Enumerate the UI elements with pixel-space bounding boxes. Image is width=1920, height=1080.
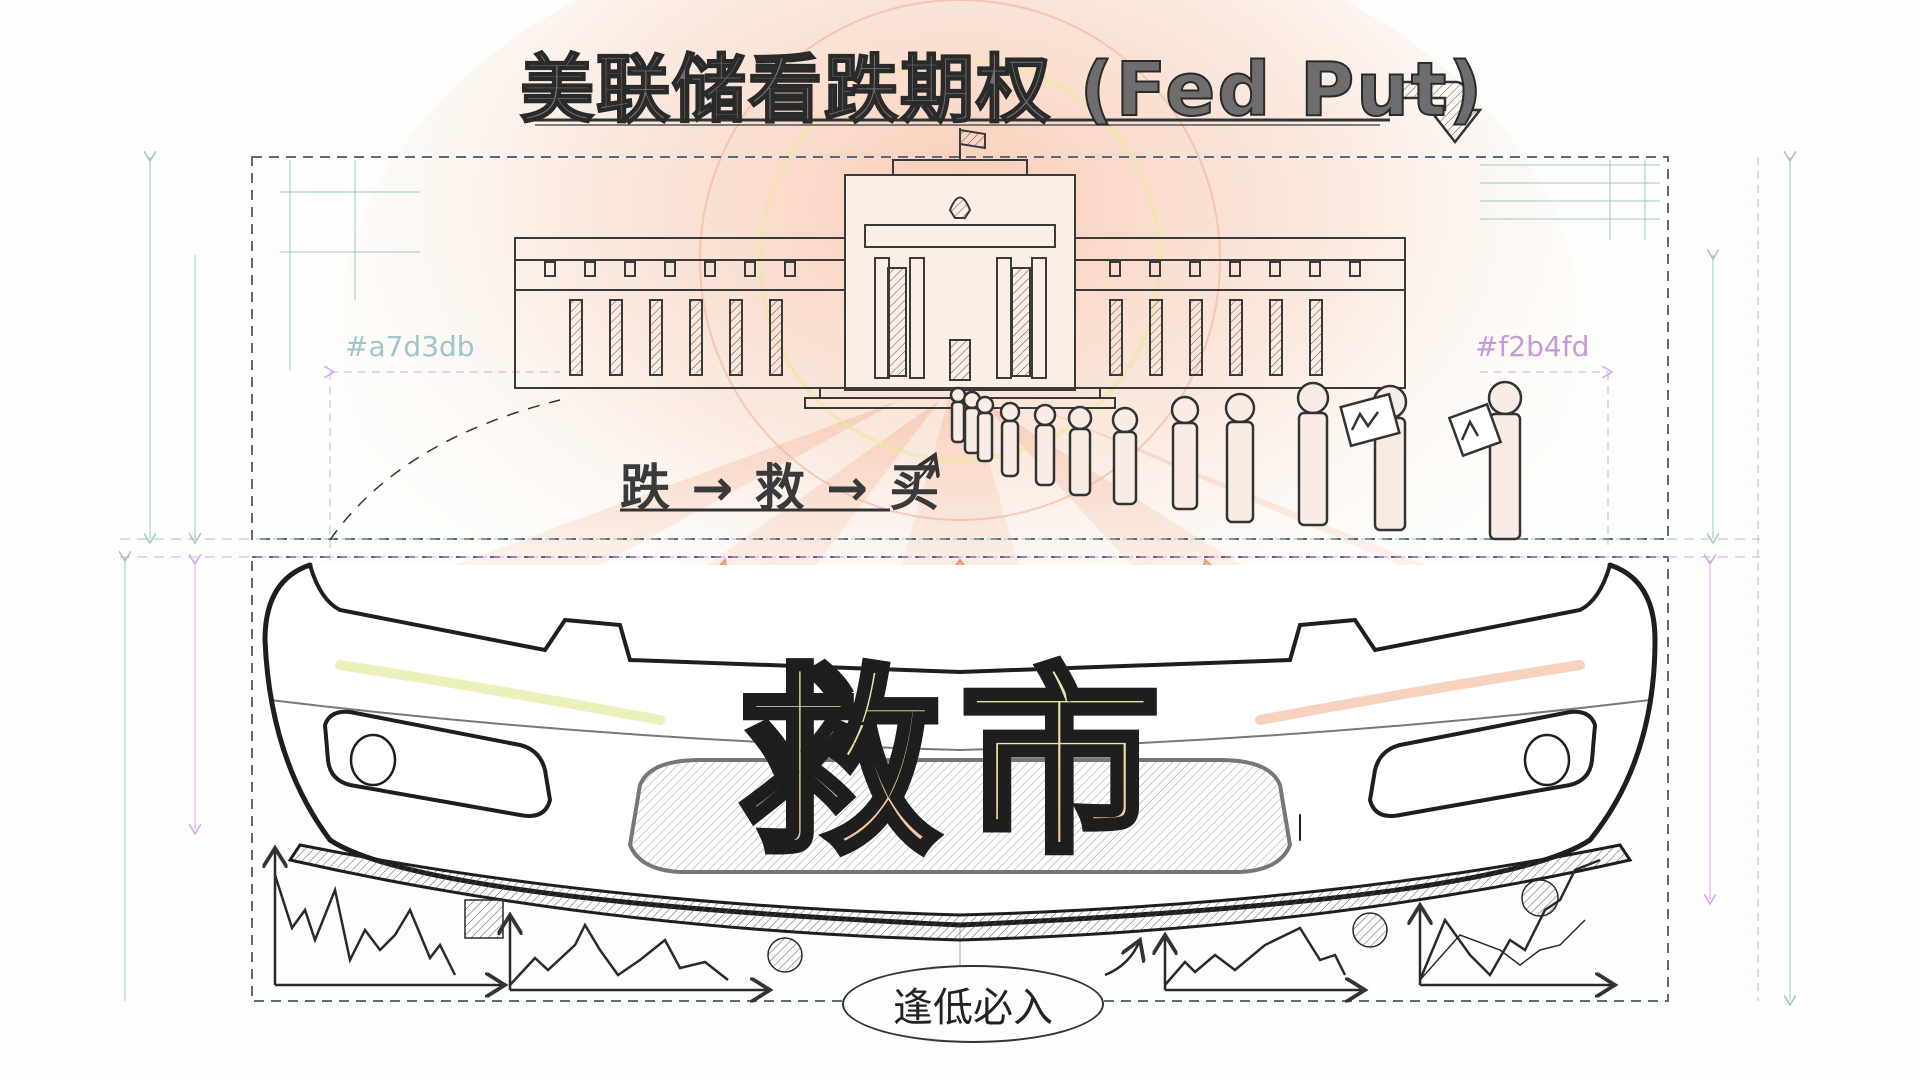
guide-frames: [120, 157, 1790, 1001]
flow-label: 跌 → 救 → 买: [620, 459, 942, 517]
pie-chart-icon: [767, 937, 803, 973]
person: [1033, 403, 1057, 487]
person: [999, 401, 1021, 478]
bumper-label: 救市: [736, 648, 1181, 881]
person: [1067, 405, 1093, 497]
mini-chart-3: [1104, 912, 1388, 990]
person: [1170, 395, 1200, 511]
person: [1339, 384, 1408, 532]
mini-chart-4: [1420, 858, 1615, 985]
person: [1224, 392, 1256, 524]
mini-chart-1: [275, 848, 505, 985]
coin-icon: [1352, 912, 1388, 948]
page-title: 美联储看跌期权 (Fed Put): [519, 46, 1485, 134]
mini-chart-2: [510, 915, 803, 990]
token-icon: [1521, 879, 1559, 917]
color-annotation-left: #a7d3db: [345, 330, 475, 363]
motto-badge: 逢低必入: [842, 965, 1104, 1043]
person: [949, 386, 967, 444]
person: [1447, 380, 1523, 541]
car-bumper: [262, 562, 1658, 942]
motto-text: 逢低必入: [893, 985, 1053, 1031]
title-decor: [525, 80, 1483, 145]
person: [975, 395, 995, 463]
person: [1111, 406, 1139, 506]
color-annotation-right: #f2b4fd: [1475, 330, 1590, 363]
person: [1296, 381, 1330, 527]
people-queue: [949, 380, 1523, 541]
federal-reserve-building: [514, 128, 1406, 409]
curved-arrow-icon: [1400, 80, 1483, 145]
chart-icon: [464, 899, 504, 939]
flow-decor: [329, 399, 935, 541]
